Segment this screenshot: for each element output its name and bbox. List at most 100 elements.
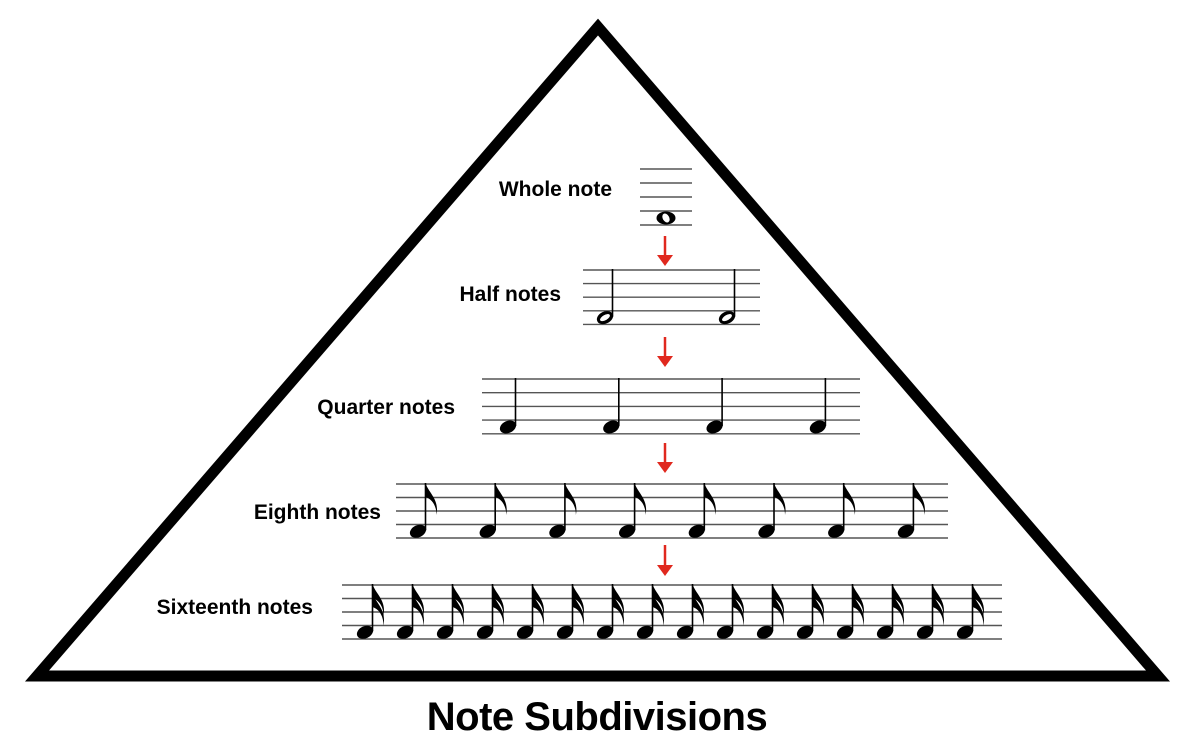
note-head (897, 524, 915, 538)
note-head (758, 524, 775, 538)
staff-sixteenth (342, 584, 1002, 640)
whole-note (656, 211, 676, 225)
note-flag (732, 593, 745, 626)
sixteenth-note (796, 584, 825, 639)
down-arrow-icon (657, 337, 673, 367)
note-flag (892, 593, 905, 626)
row-label-eighth: Eighth notes (253, 501, 381, 524)
note-flag (412, 593, 425, 626)
note-head (556, 625, 574, 639)
row-label-whole: Whole note (498, 178, 612, 201)
note-head (596, 625, 614, 639)
note-head (618, 524, 636, 538)
row-label-sixteenth: Sixteenth notes (156, 596, 313, 619)
note-head (476, 625, 494, 639)
note-flag (492, 593, 505, 626)
sixteenth-note (876, 584, 905, 639)
eighth-note (688, 483, 716, 538)
sixteenth-note (636, 584, 665, 639)
note-flag (612, 593, 625, 626)
note-flag (892, 584, 905, 616)
eighth-note (479, 483, 507, 538)
note-head (828, 524, 845, 538)
half-note (718, 269, 736, 325)
quarter-note (499, 378, 517, 434)
note-flag (532, 584, 545, 616)
note-head (916, 625, 934, 639)
note-head (499, 420, 517, 434)
staff-quarter (482, 378, 860, 435)
note-flag (692, 593, 705, 626)
note-flag (732, 584, 745, 616)
note-flag (492, 584, 505, 616)
note-head (409, 524, 427, 538)
note-flag (772, 584, 785, 616)
staff-half (583, 269, 760, 326)
sixteenth-note (756, 584, 785, 639)
note-flag (852, 584, 865, 616)
note-head (479, 524, 496, 538)
arrow-head (657, 356, 673, 367)
note-flag (913, 483, 925, 515)
sixteenth-note (516, 584, 545, 639)
eighth-note (828, 483, 856, 538)
note-flag (852, 593, 865, 626)
sixteenth-note (596, 584, 625, 639)
eighth-note (549, 483, 577, 538)
diagram-title: Note Subdivisions (426, 695, 768, 739)
note-flag (572, 593, 585, 626)
arrow-head (657, 565, 673, 576)
note-head (603, 420, 620, 434)
note-flag (774, 483, 786, 515)
note-head (356, 625, 374, 639)
down-arrow-icon (657, 443, 673, 473)
note-head-hole (600, 314, 610, 322)
note-flag (932, 593, 945, 626)
note-flag (812, 593, 825, 626)
note-flag (452, 584, 465, 616)
sixteenth-note (956, 584, 985, 639)
sixteenth-note (396, 584, 425, 639)
down-arrow-icon (657, 236, 673, 266)
eighth-note (409, 483, 438, 538)
note-head (396, 625, 414, 639)
note-flag (564, 483, 577, 515)
sixteenth-note (916, 584, 945, 639)
note-flag (812, 584, 825, 616)
note-head (809, 420, 827, 434)
note-flag (772, 593, 785, 626)
note-head (636, 625, 654, 639)
note-head (956, 625, 974, 639)
row-label-half: Half notes (459, 283, 561, 306)
eighth-note (758, 483, 786, 538)
note-head (716, 625, 734, 639)
sixteenth-note (556, 584, 585, 639)
staff-whole (640, 168, 692, 226)
note-flag (612, 584, 625, 616)
half-note (596, 269, 614, 325)
note-flag (532, 593, 545, 626)
eighth-note (897, 483, 925, 538)
arrow-head (657, 255, 673, 266)
note-head (706, 420, 723, 434)
sixteenth-note (476, 584, 505, 639)
note-head (549, 524, 566, 538)
quarter-note (706, 378, 723, 434)
sixteenth-note (836, 584, 865, 639)
note-head (796, 625, 814, 639)
note-head (836, 625, 854, 639)
quarter-note (603, 378, 620, 434)
note-flag (634, 483, 647, 515)
note-flag (692, 584, 705, 616)
sixteenth-note (716, 584, 745, 639)
note-flag (495, 483, 507, 515)
note-head (436, 625, 454, 639)
sixteenth-note (676, 584, 705, 639)
note-flag (372, 593, 385, 626)
eighth-note (618, 483, 647, 538)
note-flag (932, 584, 945, 616)
note-head (676, 625, 694, 639)
row-label-quarter: Quarter notes (317, 396, 455, 419)
staff-eighth (396, 483, 948, 539)
